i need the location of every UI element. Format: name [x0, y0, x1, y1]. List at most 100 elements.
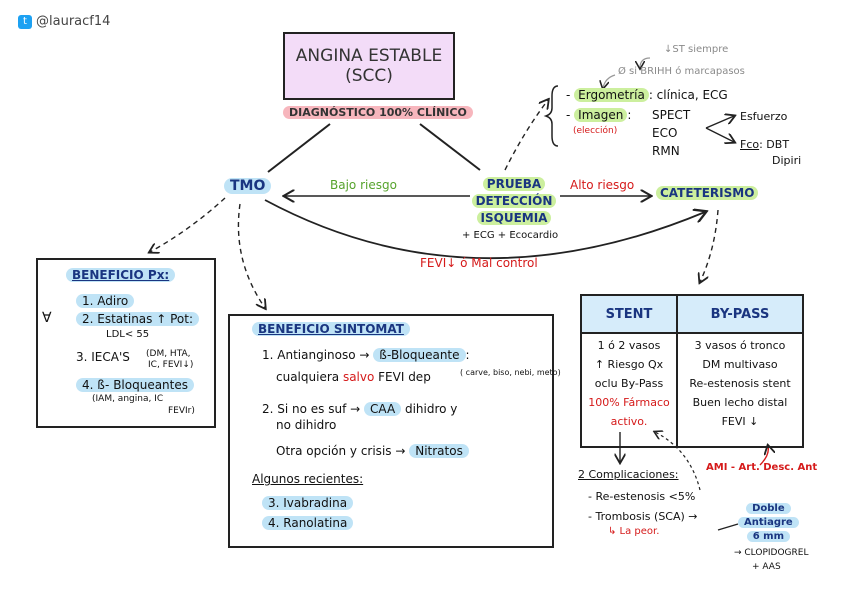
title-line1: ANGINA ESTABLE: [295, 46, 443, 66]
doble-2: Antiagre: [738, 517, 799, 528]
dipiri: Dipiri: [772, 154, 802, 167]
sintomat-l1a: 1. Antianginoso →: [262, 348, 374, 362]
arrow-brihh: [603, 74, 616, 88]
bypass-row: Re-estenosis stent: [689, 377, 791, 390]
stent-bypass-table: STENT BY-PASS 1 ó 2 vasos ↑ Riesgo Qx oc…: [580, 294, 804, 448]
ami-note: AMI - Art. Desc. Ant: [706, 462, 818, 473]
px-item-3s: (DM, HTA,: [146, 349, 191, 359]
complicacion-1: - Re-estenosis <5%: [588, 490, 696, 503]
stent-column: 1 ó 2 vasos ↑ Riesgo Qx oclu By-Pass 100…: [582, 336, 676, 431]
curve-tmo-cateterismo: [264, 199, 705, 260]
sintomat-l1: 1. Antianginoso → ß-Bloqueante:: [262, 346, 470, 364]
imagen-line: - Imagen:: [566, 108, 632, 122]
px-item-4s2: FEVIr): [168, 406, 195, 416]
prueba-l2: DETECCIÓN: [471, 194, 557, 208]
spect: SPECT: [652, 108, 691, 122]
doble-antiagre: Doble Antiagre 6 mm: [738, 502, 799, 544]
sintomat-l5: Otra opción y crisis → Nitratos: [276, 442, 469, 460]
stent-row: 1 ó 2 vasos: [597, 339, 661, 352]
prueba-l1: PRUEBA: [482, 177, 546, 191]
twitter-icon: t: [18, 14, 32, 29]
recientes-title: Algunos recientes:: [252, 472, 364, 486]
eleccion-note: (elección): [573, 126, 618, 136]
esfuerzo: Esfuerzo: [740, 110, 788, 123]
complicacion-2b: ↳ La peor.: [608, 526, 660, 537]
imagen: Imagen: [574, 108, 628, 122]
arrow-st: [640, 57, 651, 68]
sintomat-l3c: dihidro y: [401, 402, 458, 416]
bypass-row: DM multivaso: [702, 358, 778, 371]
sintomat-l4: no dihidro: [276, 418, 337, 432]
px-item-4s: (IAM, angina, IC: [92, 394, 164, 404]
prueba-sub: + ECG + Ecocardio: [462, 230, 559, 241]
px-item-3s2: IC, FEVI↓): [148, 360, 194, 370]
fevi-mal-control: FEVI↓ ó Mal control: [420, 256, 538, 270]
sintomat-l1c: :: [465, 348, 470, 362]
brihh-note: Ø si BRIHH ó marcapasos: [618, 66, 745, 77]
px-item-4: 4. ß- Bloqueantes: [76, 376, 195, 394]
ergometria: Ergometría: [574, 88, 649, 102]
dashed-farmaco: [655, 432, 701, 491]
px-item-2: 2. Estatinas ↑ Pot:: [76, 310, 199, 328]
doble-1: Doble: [746, 503, 791, 514]
bypass-row: Buen lecho distal: [692, 396, 788, 409]
dashed-cateterismo-table: [700, 209, 719, 282]
beneficio-px-title: BENEFICIO Px:: [66, 266, 176, 284]
stent-row: ↑ Riesgo Qx: [594, 358, 664, 371]
fco-line: Fco: DBT: [740, 136, 789, 154]
ergometria-line: - Ergometría: clínica, ECG: [566, 88, 728, 102]
dbt: : DBT: [759, 138, 790, 151]
cateterismo-node: CATETERISMO: [656, 186, 759, 200]
title-box: ANGINA ESTABLE (SCC): [283, 32, 455, 100]
reciente-3: 3. Ivabradina: [262, 494, 354, 512]
arrow-fco: [705, 127, 734, 142]
beneficio-sintomat-title: BENEFICIO SINTOMAT: [252, 320, 410, 338]
line-title-prueba: [419, 123, 481, 171]
sintomat-l5b: Nitratos: [409, 444, 469, 458]
reciente-4: 4. Ranolatina: [262, 514, 354, 532]
sintomat-l2b: salvo: [342, 370, 375, 384]
sintomat-l2s: ( carve, biso, nebi, meto): [460, 368, 561, 377]
px-item-2b: LDL< 55: [106, 329, 150, 340]
eco: ECO: [652, 126, 678, 140]
title-line2: (SCC): [345, 66, 393, 86]
dashed-tmo-beneficio-px: [150, 197, 226, 252]
prueba-node: PRUEBA DETECCIÓN ISQUEMIA: [468, 176, 560, 227]
px-item-1: 1. Adiro: [76, 292, 135, 310]
bypass-row: 3 vasos ó tronco: [694, 339, 786, 352]
sintomat-l3a: 2. Si no es suf →: [262, 402, 365, 416]
doble-3: 6 mm: [746, 531, 790, 542]
stent-row-red2: activo.: [610, 415, 648, 428]
sintomat-l3b: CAA: [364, 402, 402, 416]
aas: + AAS: [752, 562, 781, 572]
sintomat-l2a: cualquiera: [276, 370, 343, 384]
fco: Fco: [740, 138, 760, 151]
prueba-l3: ISQUEMIA: [476, 211, 552, 225]
forall-symbol: ∀: [42, 310, 52, 326]
clopidogrel: → CLOPIDOGREL: [734, 548, 809, 558]
bypass-row: FEVI ↓: [721, 415, 759, 428]
complicaciones-title: 2 Complicaciones:: [578, 468, 679, 481]
twitter-handle: t @lauracf14: [18, 14, 110, 29]
alto-riesgo-label: Alto riesgo: [570, 178, 635, 192]
dashed-tmo-beneficio-sintomat: [237, 203, 265, 308]
beneficio-px-box: [36, 258, 216, 428]
table-divider: [676, 332, 678, 446]
stent-row-red: 100% Fármaco: [588, 396, 670, 409]
sintomat-l5a: Otra opción y crisis →: [276, 444, 410, 458]
stent-row: oclu By-Pass: [594, 377, 664, 390]
handle-text: @lauracf14: [36, 14, 111, 29]
line-doble: [717, 523, 739, 531]
dashed-prueba-tests: [504, 100, 548, 171]
st-siempre: ↓ST siempre: [664, 44, 729, 55]
tmo-node: TMO: [224, 178, 272, 194]
line-title-tmo: [267, 123, 331, 173]
rmn: RMN: [652, 144, 680, 158]
header-stent: STENT: [582, 296, 678, 334]
sintomat-l1b: ß-Bloqueante: [373, 348, 466, 362]
sintomat-l3: 2. Si no es suf → CAA dihidro y: [262, 400, 457, 418]
complicacion-2: - Trombosis (SCA) →: [588, 510, 698, 523]
sintomat-l2: cualquiera salvo FEVI dep: [276, 368, 431, 386]
header-bypass: BY-PASS: [678, 296, 802, 334]
sintomat-l2c: FEVI dep: [374, 370, 431, 384]
